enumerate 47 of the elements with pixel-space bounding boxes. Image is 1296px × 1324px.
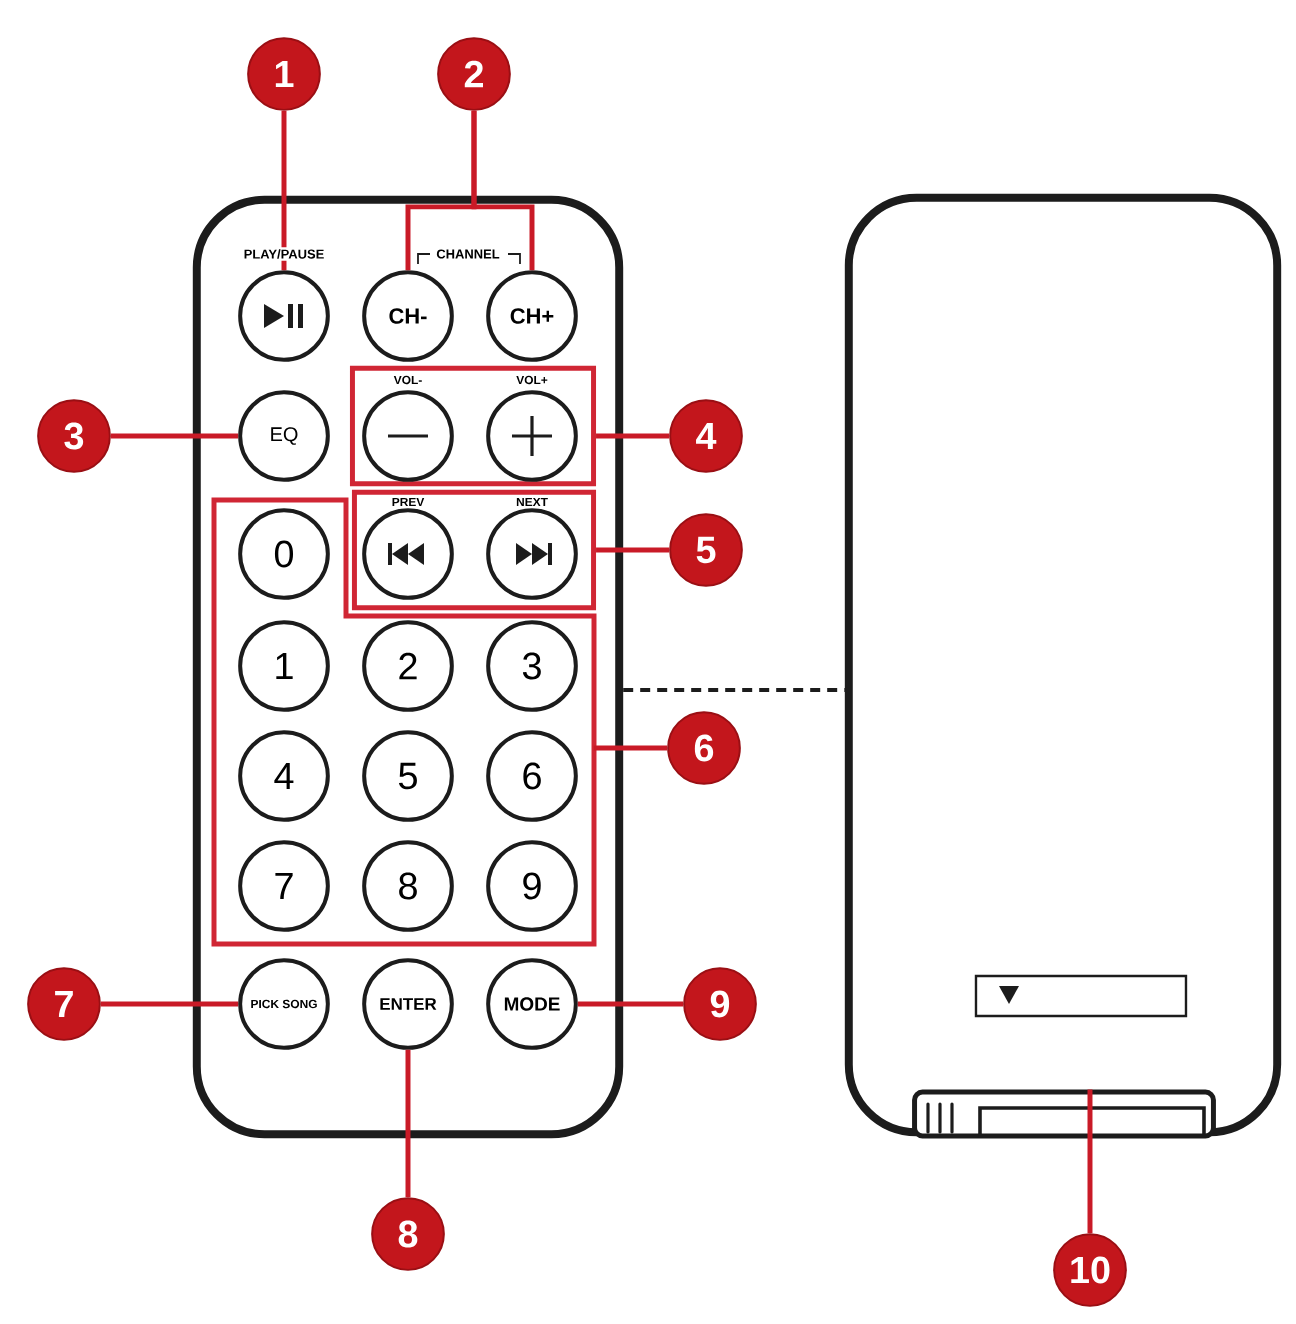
callout-number: 1 [247,37,321,111]
callout-number: 8 [371,1197,445,1271]
highlight-frame [211,497,597,947]
callout-number: 6 [667,711,741,785]
round-button: CH- [362,270,454,362]
round-button: EQ [238,390,330,482]
round-button: 2 [362,620,454,712]
round-button [486,390,578,482]
callout-number: 2 [437,37,511,111]
round-button [238,270,330,362]
round-button: 4 [238,730,330,822]
leader-line [623,688,845,692]
callout-number: 7 [27,967,101,1041]
leader-line [1087,1089,1093,1234]
round-button [486,508,578,600]
round-button: 8 [362,840,454,932]
leader-line [471,110,535,271]
round-button: 3 [486,620,578,712]
callout-number: 9 [683,967,757,1041]
leader-line [577,1001,684,1007]
leader-line [593,745,668,751]
callout-number: 5 [669,513,743,587]
callout-number: 4 [669,399,743,473]
callout-number: 10 [1053,1233,1127,1307]
leader-line [281,110,287,271]
leader-line [596,547,670,553]
round-button [362,390,454,482]
round-button: 1 [238,620,330,712]
callout-number: 3 [37,399,111,473]
round-button [362,508,454,600]
highlight-frame [349,365,597,487]
round-button: 7 [238,840,330,932]
leader-line [405,1049,411,1198]
round-button: MODE [486,958,578,1050]
round-button: 5 [362,730,454,822]
round-button: CH+ [486,270,578,362]
remote-back-body [844,193,1282,1137]
leader-line [110,433,239,439]
battery-tray [912,1089,1216,1139]
leader-line [100,1001,239,1007]
leader-line [596,433,670,439]
highlight-frame [351,489,597,611]
round-button: 6 [486,730,578,822]
remote-front-body [192,195,624,1139]
round-button: 9 [486,840,578,932]
round-button: 0 [238,508,330,600]
round-button: ENTER [362,958,454,1050]
